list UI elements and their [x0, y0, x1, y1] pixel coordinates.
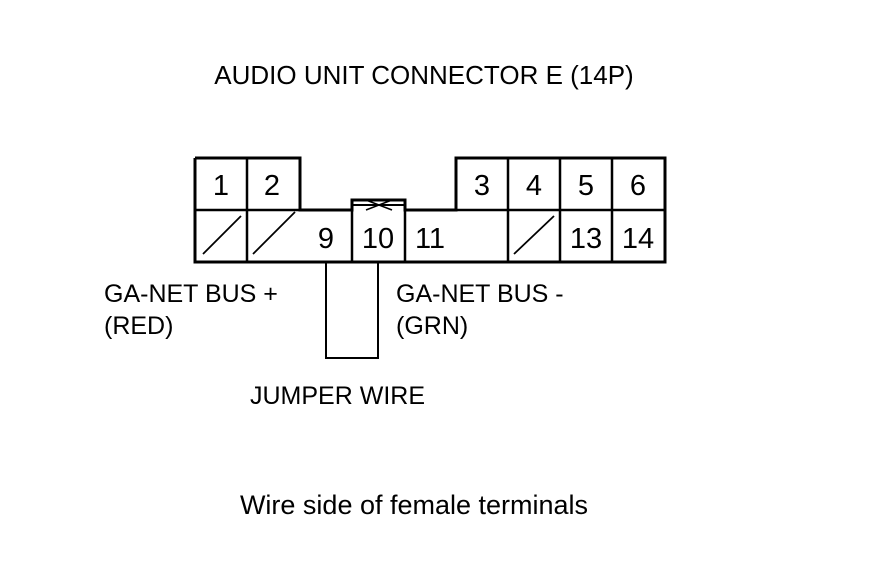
pin-number-1: 1: [213, 170, 229, 202]
connector-housing: [193, 156, 667, 264]
pin-number-5: 5: [578, 170, 594, 202]
ga-net-bus-plus-label: GA-NET BUS +: [104, 280, 278, 308]
ga-net-bus-minus-color: (GRN): [396, 312, 468, 340]
lock-tab-cross: [365, 199, 393, 211]
diagram-title: AUDIO UNIT CONNECTOR E (14P): [214, 60, 633, 90]
pin-number-2: 2: [264, 170, 280, 202]
empty-cavity-slash: [252, 211, 296, 255]
pin-number-6: 6: [630, 170, 646, 202]
empty-cavity-slash: [513, 215, 555, 255]
ga-net-bus-plus-color: (RED): [104, 312, 173, 340]
empty-cavity-slash: [202, 215, 242, 255]
pin-number-9: 9: [318, 223, 334, 255]
pin-number-4: 4: [526, 170, 542, 202]
pin-number-10: 10: [362, 223, 394, 255]
pin-number-13: 13: [570, 223, 602, 255]
jumper-wire-label: JUMPER WIRE: [250, 382, 425, 410]
jumper-wire: [325, 262, 379, 359]
pin-number-14: 14: [622, 223, 654, 255]
terminal-side-caption: Wire side of female terminals: [240, 490, 588, 520]
pin-number-11: 11: [415, 223, 445, 255]
ga-net-bus-minus-label: GA-NET BUS -: [396, 280, 564, 308]
pin-number-3: 3: [474, 170, 490, 202]
